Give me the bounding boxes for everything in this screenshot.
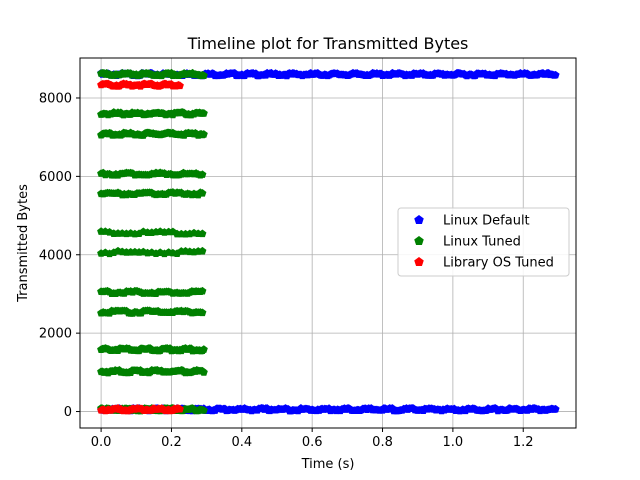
legend-label: Linux Tuned (443, 235, 521, 250)
plot-frame (79, 57, 577, 429)
data-point (199, 71, 208, 79)
x-axis-label: Time (s) (301, 457, 355, 472)
data-point (198, 246, 207, 255)
legend-marker (414, 215, 424, 225)
chart-title: Timeline plot for Transmitted Bytes (187, 34, 469, 53)
data-point (551, 404, 560, 413)
legend-box (397, 207, 570, 277)
legend-marker (414, 257, 424, 267)
data-point (198, 170, 207, 178)
series-library-os-tuned (97, 79, 184, 415)
y-tick-label: 8000 (39, 91, 72, 106)
x-tick-label: 1.0 (443, 435, 464, 450)
data-point (198, 189, 207, 197)
x-tick-label: 0.4 (231, 435, 252, 450)
legend-label: Library OS Tuned (443, 256, 554, 271)
y-tick-label: 2000 (39, 327, 72, 342)
data-point (199, 130, 208, 138)
data-point (198, 286, 207, 295)
legend-label: Linux Default (443, 214, 530, 229)
x-tick-label: 0.8 (372, 435, 393, 450)
x-tick-label: 0.0 (91, 435, 112, 450)
y-tick-label: 4000 (39, 248, 72, 263)
x-axis-ticks: 0.0 0.2 0.4 0.6 0.8 1.0 1.2 (91, 428, 534, 450)
data-point (175, 404, 184, 413)
data-points (97, 68, 560, 415)
y-tick-label: 0 (64, 405, 72, 420)
data-point (199, 109, 208, 117)
y-axis-label: Transmitted Bytes (16, 184, 31, 303)
data-point (199, 368, 208, 376)
legend-marker (414, 236, 424, 246)
data-point (199, 345, 208, 353)
data-point (198, 308, 207, 317)
x-tick-label: 1.2 (513, 435, 534, 450)
x-tick-label: 0.6 (302, 435, 323, 450)
x-tick-label: 0.2 (161, 435, 182, 450)
data-point (175, 81, 184, 90)
data-point (198, 229, 207, 238)
y-axis-ticks: 0 2000 4000 6000 8000 (39, 91, 80, 420)
data-point (551, 70, 560, 79)
y-tick-label: 6000 (39, 170, 72, 185)
data-point (199, 406, 208, 414)
